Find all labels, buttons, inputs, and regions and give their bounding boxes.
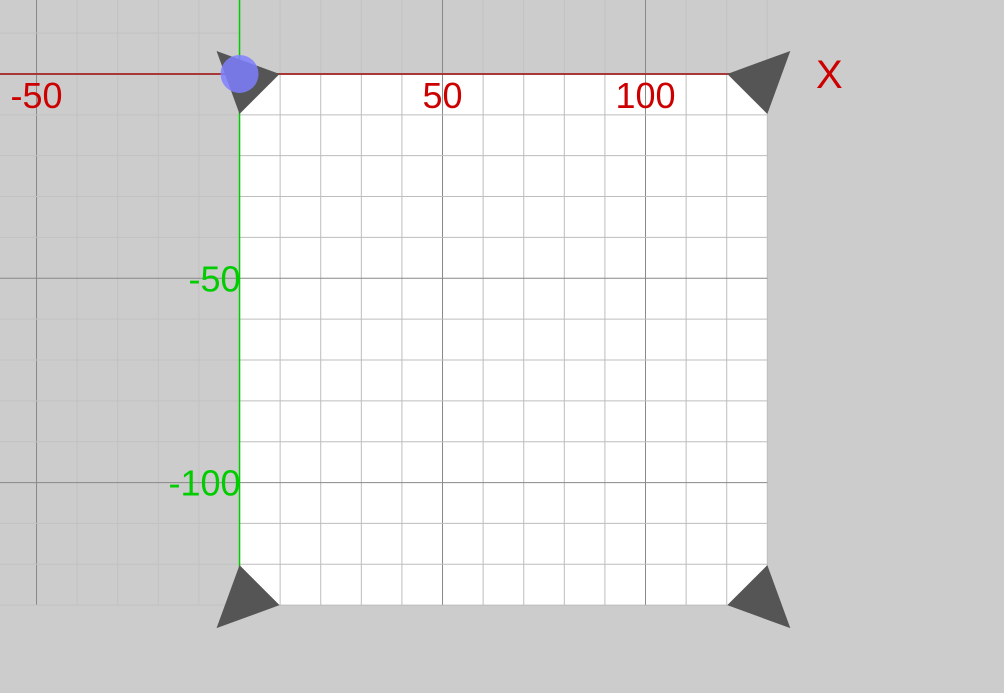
y-tick-label: -50 [188,258,240,299]
resize-handle-icon-top-right[interactable] [727,50,791,114]
x-tick-label: 100 [615,75,675,116]
y-axis-tick-labels: -50 -100 [168,258,240,503]
x-axis-tick-labels: -50 50 100 [11,75,676,116]
resize-handle-icon-bottom-left[interactable] [216,565,280,629]
paper-sheet[interactable] [239,73,768,606]
origin-point-icon[interactable] [220,54,259,93]
x-tick-label: -50 [11,75,63,116]
x-tick-label: 50 [422,75,462,116]
resize-handle-icon-bottom-right[interactable] [727,565,791,629]
y-tick-label: -100 [168,463,240,504]
x-axis-title: X [816,53,843,97]
